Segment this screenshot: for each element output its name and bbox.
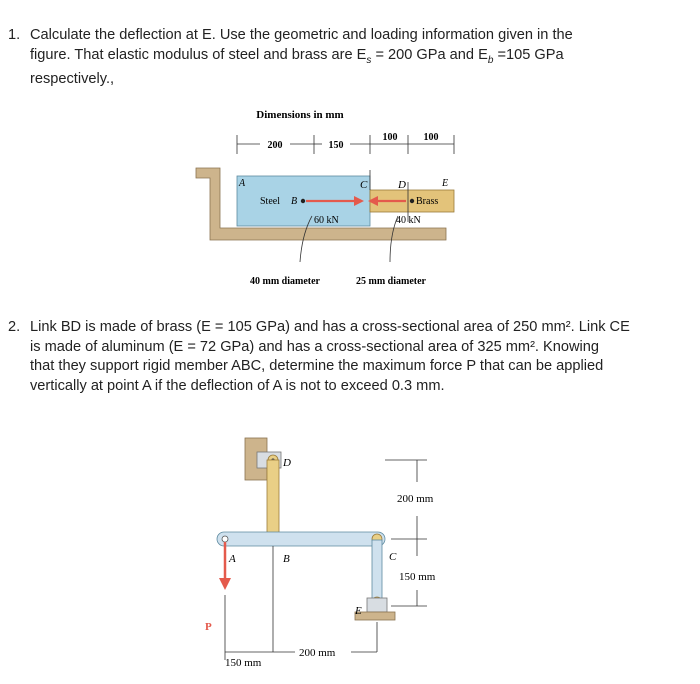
dimension-lines <box>224 459 427 660</box>
subscript-b: b <box>487 54 494 66</box>
dim-200mm-vertical: 200 mm <box>397 493 434 505</box>
dim-100b: 100 <box>424 132 439 143</box>
fixed-wall <box>195 167 447 241</box>
problem-number: 2. <box>8 319 21 335</box>
problem-line: Link BD is made of brass (E = 105 GPa) a… <box>30 319 630 335</box>
label-e: E <box>441 178 448 189</box>
diameter-40mm: 40 mm diameter <box>250 276 321 287</box>
pin-a <box>221 535 229 543</box>
rigid-member-abc <box>216 531 386 547</box>
load-40kn-label: 40 kN <box>396 215 421 226</box>
label-b: B <box>283 553 290 565</box>
dim-150mm-vertical: 150 mm <box>399 571 436 583</box>
dim-200mm-horizontal: 200 mm <box>299 647 336 659</box>
dim-200: 200 <box>268 140 283 151</box>
link-bd <box>266 459 280 541</box>
brass-label: Brass <box>416 196 438 207</box>
text-span: figure. That elastic modulus of steel an… <box>30 46 367 63</box>
figure-1: Dimensions in mm 200 150 100 100 A C D E… <box>195 109 455 287</box>
label-a: A <box>228 553 236 565</box>
point-e-marker <box>409 198 415 204</box>
problem-text: Calculate the deflection at E. Use the g… <box>30 26 692 89</box>
support-e <box>354 597 396 621</box>
load-arrow-40kn <box>368 196 406 206</box>
force-p-arrow <box>219 542 231 590</box>
label-a: A <box>238 178 246 189</box>
dim-150mm-horizontal: 150 mm <box>225 657 262 669</box>
dim-150: 150 <box>329 140 344 151</box>
problem-line: figure. That elastic modulus of steel an… <box>30 46 692 70</box>
label-e: E <box>354 605 362 617</box>
problem-number: 1. <box>8 27 21 43</box>
label-c: C <box>389 551 397 563</box>
steel-label: Steel <box>260 196 280 207</box>
point-b-marker <box>300 198 306 204</box>
dimension-line <box>236 135 455 154</box>
load-arrow-60kn <box>306 196 364 206</box>
label-d: D <box>282 457 291 469</box>
text-span: = 200 GPa and E <box>371 46 488 63</box>
subscript-s: s <box>366 54 372 66</box>
problem-text: Link BD is made of brass (E = 105 GPa) a… <box>30 318 692 396</box>
label-d: D <box>397 179 406 191</box>
label-b: B <box>291 196 297 207</box>
dim-100a: 100 <box>383 132 398 143</box>
problem-line: respectively., <box>30 70 115 87</box>
label-c: C <box>360 179 368 191</box>
diameter-25mm: 25 mm diameter <box>356 276 427 287</box>
load-60kn-label: 60 kN <box>314 215 339 226</box>
figure-title: Dimensions in mm <box>256 109 343 121</box>
problem-line: is made of aluminum (E = 72 GPa) and has… <box>30 338 600 355</box>
problem-line: Calculate the deflection at E. Use the g… <box>30 27 573 43</box>
problem-line: vertically at point A if the deflection … <box>30 377 445 394</box>
link-ce <box>371 539 383 601</box>
text-span: =105 GPa <box>493 46 564 63</box>
problem-line: that they support rigid member ABC, dete… <box>30 358 604 374</box>
label-p: P <box>205 621 212 633</box>
figure-2: D A B C E P 200 mm 150 mm 150 mm 200 <box>205 437 436 669</box>
leader-lines <box>299 215 399 263</box>
